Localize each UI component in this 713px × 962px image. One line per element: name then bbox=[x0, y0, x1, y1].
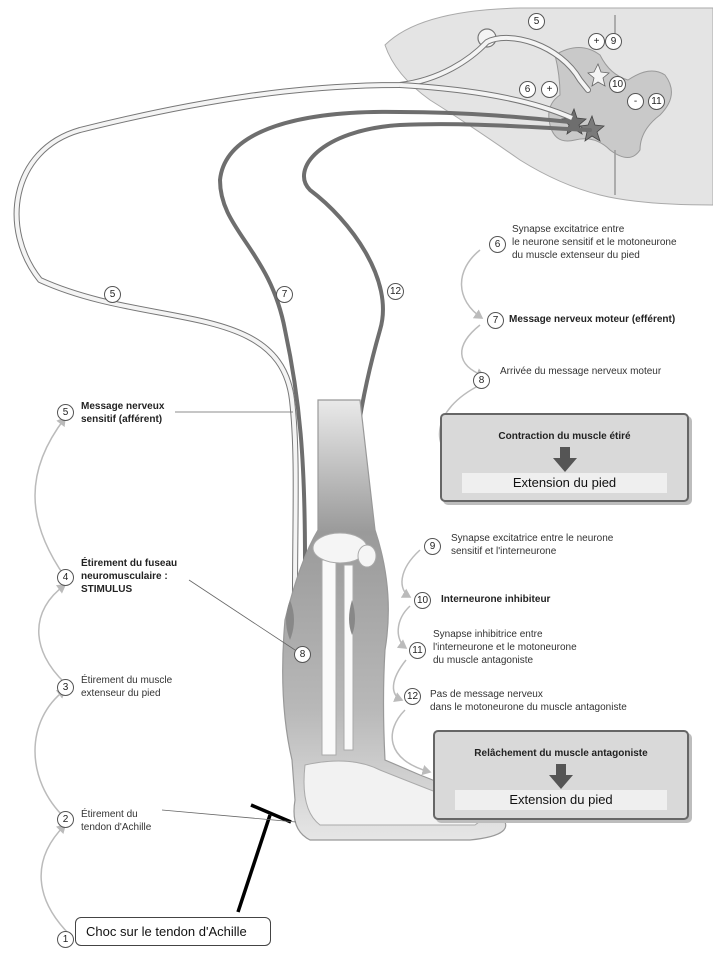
step-3-marker: 3 bbox=[57, 679, 74, 696]
step-2-marker: 2 bbox=[57, 811, 74, 828]
contraction-title: Contraction du muscle étiré bbox=[442, 431, 687, 442]
marker-12-fiber: 12 bbox=[387, 283, 404, 300]
stimulus-box: Choc sur le tendon d'Achille bbox=[75, 917, 271, 946]
step-7-label: Message nerveux moteur (efférent) bbox=[509, 313, 675, 326]
down-arrow-icon bbox=[552, 447, 578, 473]
step-4-marker: 4 bbox=[57, 569, 74, 586]
down-arrow-icon bbox=[548, 764, 574, 790]
step-11-label: Synapse inhibitrice entrel'interneurone … bbox=[433, 628, 577, 667]
step-1-marker: 1 bbox=[57, 931, 74, 948]
leader-lines bbox=[162, 412, 296, 822]
marker-6: 6 bbox=[519, 81, 536, 98]
step-8-label: Arrivée du message nerveux moteur bbox=[500, 365, 661, 378]
marker-10: 10 bbox=[609, 76, 626, 93]
step-10-label: Interneurone inhibiteur bbox=[441, 593, 550, 606]
step-6-label: Synapse excitatrice entrele neurone sens… bbox=[512, 223, 677, 262]
marker-8-leg: 8 bbox=[294, 646, 311, 663]
inhibition-minus-sign: - bbox=[627, 93, 644, 110]
relaxation-result: Extension du pied bbox=[455, 790, 667, 810]
excitation-plus-sign: + bbox=[588, 33, 605, 50]
step-11-marker: 11 bbox=[409, 642, 426, 659]
step-9-label: Synapse excitatrice entre le neuronesens… bbox=[451, 532, 613, 558]
step-6-marker: 6 bbox=[489, 236, 506, 253]
marker-5-fiber: 5 bbox=[104, 286, 121, 303]
marker-11: 11 bbox=[648, 93, 665, 110]
step-4-label: Étirement du fuseauneuromusculaire :STIM… bbox=[81, 557, 177, 596]
contraction-box: Contraction du muscle étiré Extension du… bbox=[440, 413, 689, 502]
marker-9: 9 bbox=[605, 33, 622, 50]
stimulus-label: Choc sur le tendon d'Achille bbox=[86, 924, 247, 939]
excitation-plus-sign: + bbox=[541, 81, 558, 98]
step-5-marker: 5 bbox=[57, 404, 74, 421]
step-10-marker: 10 bbox=[414, 592, 431, 609]
step-7-marker: 7 bbox=[487, 312, 504, 329]
step-8-marker: 8 bbox=[473, 372, 490, 389]
marker-5-top: 5 bbox=[528, 13, 545, 30]
step-5-label: Message nerveuxsensitif (afférent) bbox=[81, 400, 164, 426]
step-3-label: Étirement du muscleextenseur du pied bbox=[81, 674, 172, 700]
relaxation-title: Relâchement du muscle antagoniste bbox=[435, 748, 687, 759]
step-12-marker: 12 bbox=[404, 688, 421, 705]
step-12-label: Pas de message nerveuxdans le motoneuron… bbox=[430, 688, 627, 714]
step-9-marker: 9 bbox=[424, 538, 441, 555]
relaxation-box: Relâchement du muscle antagoniste Extens… bbox=[433, 730, 689, 820]
marker-7-fiber: 7 bbox=[276, 286, 293, 303]
step-2-label: Étirement dutendon d'Achille bbox=[81, 808, 151, 834]
contraction-result: Extension du pied bbox=[462, 473, 667, 493]
